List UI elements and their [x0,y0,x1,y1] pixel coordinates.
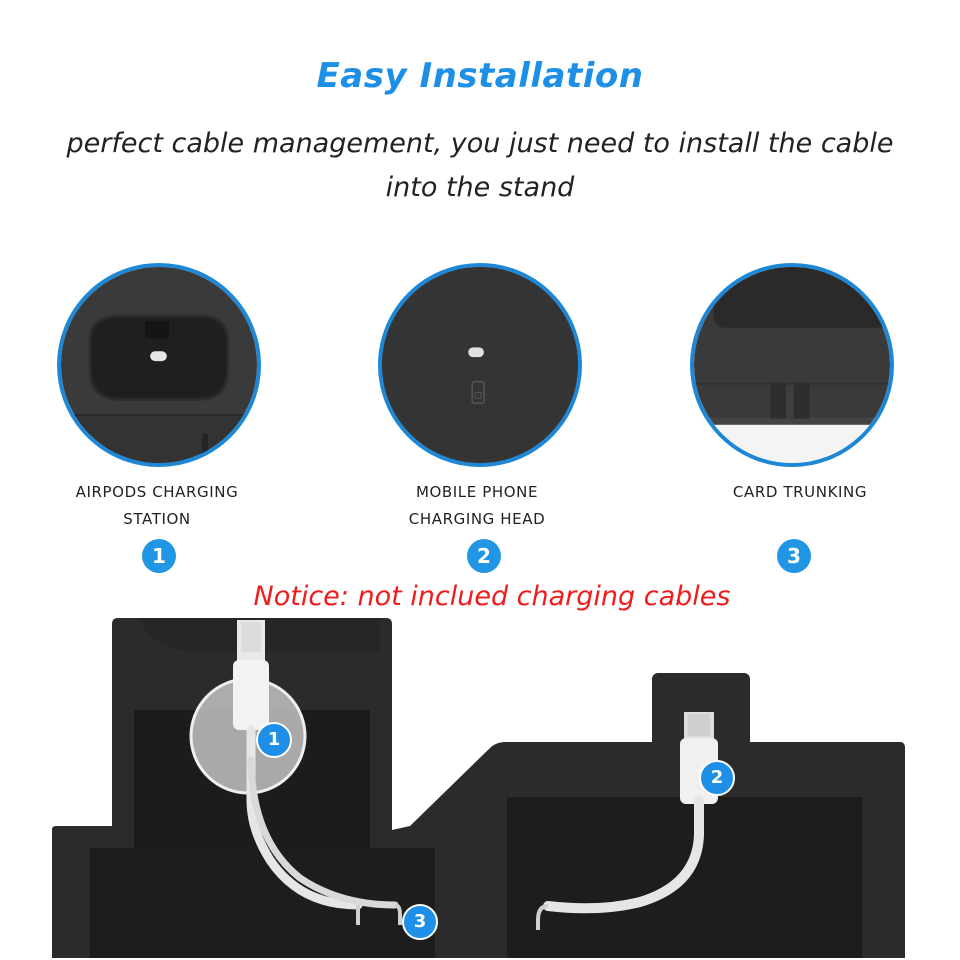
feature-label-line: STATION [123,510,191,528]
feature-label-line: CARD TRUNKING [732,483,868,501]
feature-number-badge: 3 [777,539,811,573]
photo-callout-3: 3 [402,904,438,940]
cable-trunking-icon [694,267,890,463]
page-title: Easy Installation [316,56,644,96]
feature-label-line: AIRPODS CHARGING [75,483,239,501]
feature-label-line: MOBILE PHONE [415,483,539,501]
page-subtitle: perfect cable management, you just need … [66,128,894,203]
notice-text: Notice: not inclued charging cables [253,581,731,612]
feature-number-badge: 2 [467,539,501,573]
phone-charging-head-icon [382,267,578,463]
feature-label-line: CHARGING HEAD [408,510,546,528]
feature-image-airpods [57,263,261,467]
airpods-slot-icon [61,267,257,463]
feature-image-phone-head [378,263,582,467]
charging-stand-illustration [52,618,905,958]
feature-image-trunking [690,263,894,467]
stand-photo [0,612,960,960]
feature-label-airpods: AIRPODS CHARGING STATION [37,479,277,533]
feature-label-phone-head: MOBILE PHONE CHARGING HEAD [357,479,597,533]
feature-number-badge: 1 [142,539,176,573]
feature-label-trunking: CARD TRUNKING [680,479,920,506]
photo-callout-1: 1 [256,722,292,758]
photo-callout-2: 2 [699,760,735,796]
